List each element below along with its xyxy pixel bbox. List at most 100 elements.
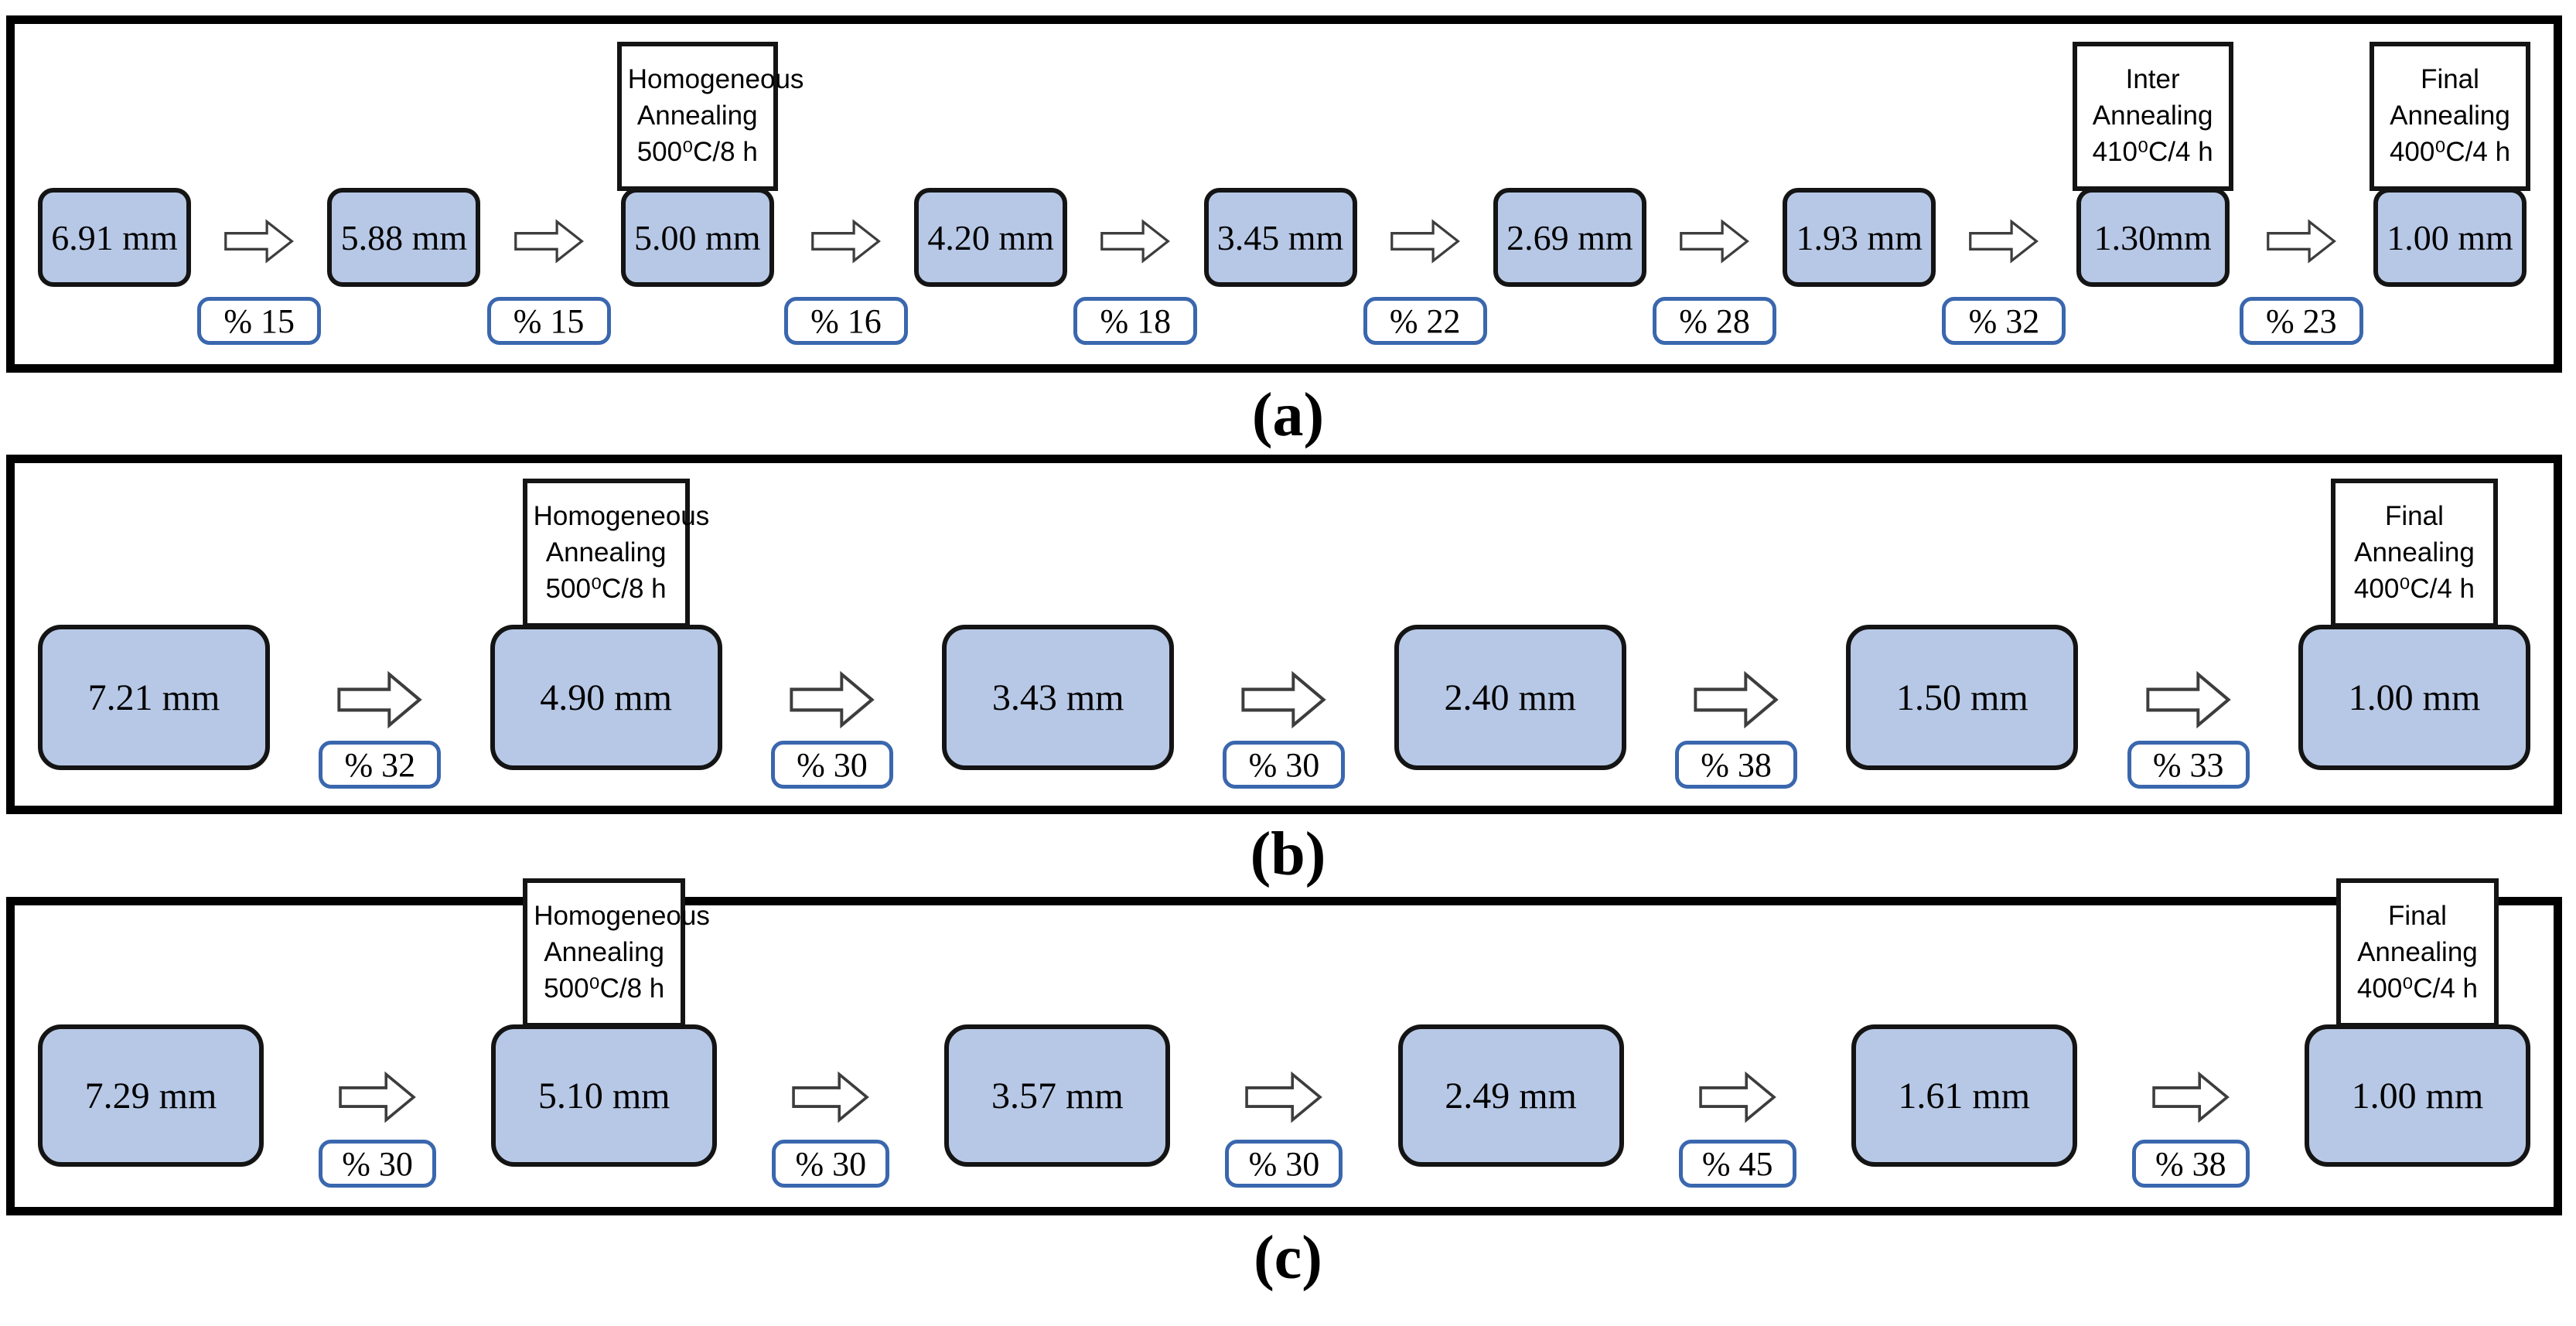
thickness-box: 1.30mm xyxy=(2076,188,2230,287)
reduction-label: % 33 xyxy=(2152,745,2224,784)
thickness-label: 3.43 mm xyxy=(991,677,1124,718)
panel-caption-c: (c) xyxy=(1254,1224,1322,1292)
reduction-badge: % 30 xyxy=(319,1140,437,1188)
reduction-label: % 38 xyxy=(1701,745,1772,784)
annealing-note-line: Annealing xyxy=(2092,101,2213,131)
annealing-note-line: Annealing xyxy=(636,101,758,131)
flow-arrow-icon xyxy=(1245,1071,1323,1123)
annealing-note-line: Annealing xyxy=(2390,101,2510,131)
stage: 7.29 mm xyxy=(38,1024,264,1167)
annealing-note-line: 410⁰C/4 h xyxy=(2092,137,2213,168)
panel-caption-b: (b) xyxy=(1250,820,1326,888)
flow-arrow-icon xyxy=(790,670,875,729)
panel-caption-a: (a) xyxy=(1251,381,1325,449)
reduction-label: % 45 xyxy=(1701,1144,1773,1183)
thickness-label: 3.57 mm xyxy=(991,1075,1124,1116)
reduction-badge: % 45 xyxy=(1678,1140,1796,1188)
thickness-box: 3.43 mm xyxy=(942,625,1175,770)
transition: % 33 xyxy=(2127,670,2250,789)
flow-arrow-icon xyxy=(1241,670,1327,729)
thickness-label: 5.88 mm xyxy=(340,217,468,257)
thickness-box: 1.00 mm xyxy=(2373,188,2527,287)
thickness-label: 4.20 mm xyxy=(927,217,1054,257)
stage: 6.91 mm xyxy=(38,188,191,287)
thickness-label: 7.29 mm xyxy=(84,1075,217,1116)
flow-arrow-icon xyxy=(1694,670,1779,729)
reduction-badge: % 38 xyxy=(2131,1140,2250,1188)
stage: 2.69 mm xyxy=(1493,188,1646,287)
flow-arrow-icon xyxy=(513,219,584,264)
thickness-label: 2.40 mm xyxy=(1444,677,1577,718)
thickness-box: 5.00 mm xyxy=(620,188,774,287)
thickness-label: 7.21 mm xyxy=(87,677,220,718)
thickness-box: 4.20 mm xyxy=(914,188,1068,287)
reduction-label: % 28 xyxy=(1679,302,1750,340)
reduction-label: % 30 xyxy=(797,745,868,784)
flow-arrow-icon xyxy=(1100,219,1171,264)
reduction-label: % 15 xyxy=(513,302,585,340)
annealing-note-line: Homogeneous xyxy=(533,501,710,532)
annealing-note-line: Annealing xyxy=(545,537,667,568)
flow-arrow-icon xyxy=(1698,1071,1776,1123)
thickness-label: 2.49 mm xyxy=(1445,1075,1577,1116)
reduction-badge: % 30 xyxy=(770,741,893,789)
transition: % 30 xyxy=(1223,670,1346,789)
reduction-label: % 22 xyxy=(1389,302,1461,340)
transition: % 28 xyxy=(1653,218,1777,345)
transition: % 30 xyxy=(772,1070,890,1188)
thickness-box: 1.61 mm xyxy=(1851,1024,2077,1167)
reduction-badge: % 30 xyxy=(1225,1140,1343,1188)
stage: 3.57 mm xyxy=(944,1024,1171,1167)
reduction-label: % 30 xyxy=(1248,1144,1320,1183)
flow-arrow-icon xyxy=(1390,219,1460,264)
reduction-badge: % 28 xyxy=(1653,297,1777,345)
reduction-label: % 38 xyxy=(2155,1144,2226,1183)
thickness-label: 1.50 mm xyxy=(1896,677,2028,718)
stage: 3.45 mm xyxy=(1203,188,1357,287)
thickness-box: 7.29 mm xyxy=(38,1024,264,1167)
annealing-note-line: Annealing xyxy=(2357,937,2478,968)
thickness-box: 5.88 mm xyxy=(327,188,481,287)
thickness-label: 1.30mm xyxy=(2093,217,2212,257)
transition: % 22 xyxy=(1363,218,1487,345)
thickness-label: 4.90 mm xyxy=(540,677,672,718)
transition: % 32 xyxy=(1942,218,2066,345)
annealing-note-line: Annealing xyxy=(544,937,665,968)
transition: % 23 xyxy=(2239,218,2363,345)
thickness-label: 1.61 mm xyxy=(1898,1075,2031,1116)
stage: 1.61 mm xyxy=(1851,1024,2077,1167)
transition: % 30 xyxy=(1225,1070,1343,1188)
reduction-badge: % 15 xyxy=(486,297,611,345)
transition: % 30 xyxy=(319,1070,437,1188)
stage: 5.88 mm xyxy=(327,188,481,287)
thickness-label: 1.00 mm xyxy=(2348,677,2481,718)
annealing-note-line: Inter xyxy=(2125,64,2180,95)
reduction-badge: % 18 xyxy=(1073,297,1198,345)
thickness-box: 1.00 mm xyxy=(2304,1024,2530,1167)
annealing-note-line: Homogeneous xyxy=(627,64,804,95)
thickness-label: 2.69 mm xyxy=(1506,217,1633,257)
annealing-note-line: 400⁰C/4 h xyxy=(2353,574,2475,605)
reduction-label: % 15 xyxy=(223,302,295,340)
thickness-box: 1.93 mm xyxy=(1783,188,1936,287)
reduction-badge: % 38 xyxy=(1675,741,1798,789)
annealing-note-line: Final xyxy=(2421,64,2479,95)
annealing-note-line: 500⁰C/8 h xyxy=(544,973,665,1004)
transition: % 16 xyxy=(783,218,908,345)
thickness-box: 1.50 mm xyxy=(1846,625,2079,770)
annealing-note-line: 400⁰C/4 h xyxy=(2356,973,2478,1004)
thickness-label: 5.10 mm xyxy=(537,1075,670,1116)
